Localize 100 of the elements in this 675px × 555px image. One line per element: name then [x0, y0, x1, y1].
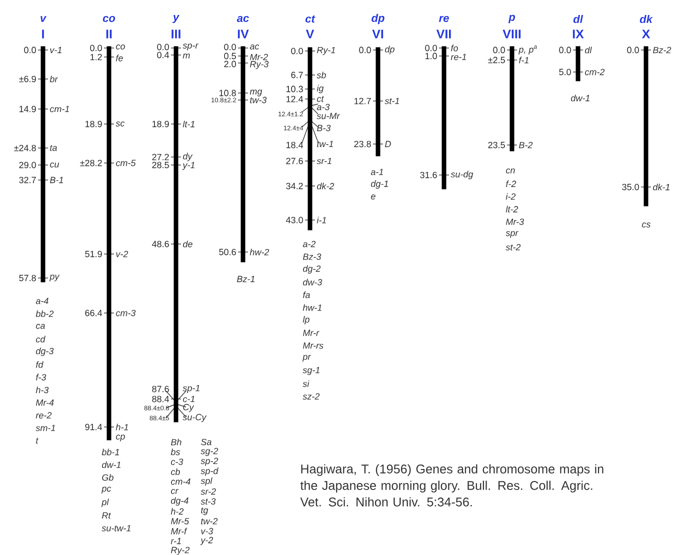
- map-position: 51.9: [85, 250, 102, 258]
- gene-label: su-Mr: [316, 112, 340, 120]
- gene-label: cu: [50, 162, 60, 168]
- gene-label: sg-1: [302, 366, 320, 376]
- gene-label: fo: [451, 44, 458, 52]
- gene-label: sp-d: [200, 468, 218, 476]
- gene-label: ca: [36, 324, 45, 329]
- gene-label: sz-2: [302, 393, 320, 400]
- gene-label: Bh: [170, 438, 182, 446]
- gene-label: B-3: [316, 124, 331, 132]
- gene-label: br: [50, 76, 58, 82]
- gene-symbol: dp: [372, 14, 384, 24]
- map-position: 66.4: [85, 310, 102, 316]
- map-position: 88.4: [152, 396, 170, 402]
- gene-label: Mr-f: [170, 528, 188, 534]
- chromosome-number: I: [42, 30, 44, 38]
- chromosome-number: III: [172, 30, 180, 38]
- gene-label: Ry-1: [316, 46, 335, 56]
- gene-label: cd: [36, 336, 46, 342]
- gene-symbol: re: [439, 16, 449, 22]
- map-position: 0.0: [627, 46, 639, 54]
- gene-label: sp-r: [182, 44, 198, 50]
- gene-label: a-3: [316, 104, 330, 110]
- gene-label: py: [49, 274, 60, 282]
- gene-label: lp: [302, 316, 310, 324]
- gene-label: r-1: [170, 538, 181, 544]
- map-position: 0.0: [24, 46, 36, 54]
- map-position: 48.6: [152, 240, 169, 248]
- gene-label: fd: [36, 361, 44, 368]
- gene-label: cm-4: [171, 478, 190, 485]
- gene-label: sm-1: [36, 424, 55, 432]
- chromosome-number: VII: [436, 30, 451, 38]
- gene-label: h-2: [170, 508, 184, 515]
- map-position: 28.5: [152, 162, 169, 168]
- gene-symbol: dk: [640, 14, 653, 24]
- map-position: 87.6: [152, 386, 169, 392]
- gene-label: ac: [250, 44, 260, 50]
- gene-label: dg-2: [303, 265, 321, 274]
- map-position: 35.0: [622, 184, 639, 190]
- map-position: 29.0: [19, 162, 36, 168]
- gene-label: tg: [201, 507, 208, 516]
- gene-label: dg-4: [171, 497, 188, 506]
- gene-label: pc: [101, 486, 112, 494]
- chromosome-number: VI: [372, 30, 384, 38]
- map-position: 14.9: [19, 106, 36, 112]
- gene-symbol: p: [508, 14, 516, 24]
- gene-label: Cy: [183, 404, 194, 412]
- gene-label: st-3: [200, 498, 216, 505]
- gene-label: mg: [250, 90, 262, 96]
- gene-label: t: [36, 438, 38, 444]
- gene-label: c-3: [171, 458, 184, 465]
- gene-label: su-Cy: [182, 414, 207, 422]
- map-position: 0.0: [157, 44, 169, 50]
- gene-label: Sa: [200, 438, 212, 446]
- gene-label: re-1: [450, 54, 466, 60]
- gene-label: sg-2: [200, 448, 218, 456]
- map-position: 91.4: [85, 424, 102, 430]
- gene-label: f-1: [519, 56, 528, 64]
- map-position: 18.4: [286, 142, 304, 148]
- chromosome-number: IX: [572, 30, 584, 38]
- gene-label: spr: [506, 231, 518, 238]
- map-position: 0.0: [493, 46, 505, 54]
- gene-label: v-1: [50, 46, 62, 54]
- gene-label: si: [302, 380, 310, 388]
- gene-label: B-1: [50, 176, 63, 184]
- gene-label: Bz-3: [302, 254, 322, 260]
- map-position: 18.9: [152, 120, 169, 128]
- map-position: 18.9: [85, 120, 102, 128]
- gene-label: cr: [171, 489, 178, 494]
- gene-symbol: co: [102, 16, 116, 22]
- map-position: ±2.5: [488, 56, 505, 64]
- gene-label: cb: [171, 468, 180, 476]
- map-position: 0.0: [559, 46, 571, 54]
- gene-label: a-1: [370, 168, 383, 176]
- gene-label: st-1: [384, 98, 399, 104]
- map-position: ±6.9: [19, 76, 36, 82]
- gene-label: p, p$^{a}$: [518, 46, 537, 54]
- gene-label: su-dg: [450, 170, 474, 180]
- gene-label: dk-2: [317, 182, 334, 190]
- gene-symbol: v: [40, 16, 47, 22]
- map-position: 0.0: [90, 44, 102, 52]
- gene-label: tw-1: [317, 140, 333, 148]
- gene-label: h-1: [116, 424, 128, 430]
- map-position: 0.5: [224, 52, 236, 60]
- map-position: 50.6: [219, 248, 236, 256]
- gene-label: dg-1: [371, 180, 388, 189]
- gene-label: cm-3: [116, 310, 136, 316]
- map-position: ±24.8: [14, 144, 36, 152]
- gene-label: pl: [101, 498, 109, 507]
- gene-label: pr: [302, 354, 311, 362]
- gene-label: cn: [506, 168, 515, 174]
- gene-label: m: [182, 54, 190, 58]
- map-position: 23.5: [488, 142, 505, 148]
- citation-text: Hagiwara, T. (1956) Genes and chromosome maps in the Japanese morning glory. Bull. Res. Coll. Agric. Vet. Sci. Nihon Univ. 5:34-56.: [300, 464, 604, 506]
- map-position: 27.6: [286, 158, 303, 164]
- map-position: 34.2: [286, 182, 303, 190]
- map-position: 10.3: [286, 86, 303, 92]
- gene-label: sr-1: [316, 158, 332, 164]
- gene-label: spl: [200, 477, 212, 486]
- gene-label: dl: [585, 46, 592, 54]
